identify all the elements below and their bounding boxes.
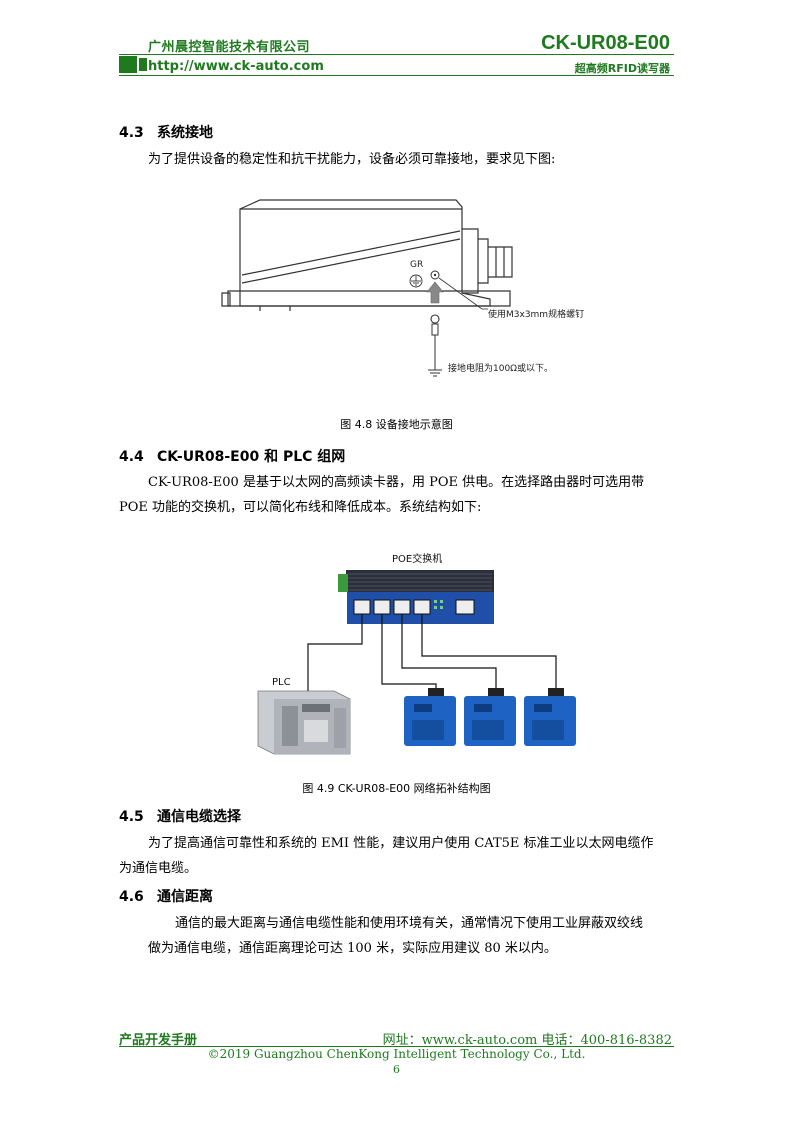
ring-terminal-icon: [430, 314, 440, 324]
section-paragraph: CK-UR08-E00 是基于以太网的高频读卡器，用 POE 供电。在选择路由器…: [148, 475, 645, 490]
screw-icon: [430, 270, 440, 280]
footer-manual-title: 产品开发手册: [119, 1033, 198, 1048]
section-paragraph-cont: POE 功能的交换机，可以简化布线和降低成本。系统结构如下:: [119, 500, 482, 515]
section-paragraph: 为了提高通信可靠性和系统的 EMI 性能，建议用户使用 CAT5E 标准工业以太…: [148, 836, 654, 851]
switch-label: POE交换机: [392, 552, 442, 565]
plc-label: PLC: [272, 677, 291, 688]
rfid-reader-3: [524, 688, 576, 746]
section-title: 系统接地: [157, 125, 213, 141]
header-subtitle: 超高频RFID读写器: [574, 62, 670, 75]
section-heading-4-6: 4.6 通信距离: [119, 886, 213, 906]
plc-device: [257, 690, 351, 755]
section-number: 4.4: [119, 449, 144, 465]
cable-reader-3: [421, 614, 557, 696]
gr-label: GR: [410, 260, 423, 270]
header-model: CK-UR08-E00: [541, 32, 670, 54]
section-heading-4-5: 4.5 通信电缆选择: [119, 806, 241, 826]
footer-contact: 网址：www.ck-auto.com 电话：400-816-8382: [382, 1033, 672, 1048]
figure-caption-4-9: 图 4.9 CK-UR08-E00 网络拓补结构图: [302, 782, 491, 795]
header-divider-bottom: [119, 75, 674, 76]
section-paragraph: 为了提供设备的稳定性和抗干扰能力，设备必须可靠接地，要求见下图:: [148, 152, 556, 167]
ground-symbol-icon: [409, 274, 423, 288]
cable-reader-1: [381, 614, 437, 696]
footer-divider: [119, 1046, 674, 1047]
poe-switch: [338, 570, 494, 624]
rfid-reader-2: [464, 688, 516, 746]
section-number: 4.3: [119, 125, 144, 141]
figure-caption-4-8: 图 4.8 设备接地示意图: [340, 418, 453, 431]
header-company-name: 广州晨控智能技术有限公司: [148, 40, 311, 55]
arrow-up-icon: [426, 281, 444, 304]
page-number: 6: [393, 1063, 400, 1076]
section-heading-4-3: 4.3 系统接地: [119, 122, 213, 142]
section-title: 通信距离: [157, 889, 213, 905]
header-decor-block: [119, 56, 137, 73]
footer-copyright: ©2019 Guangzhou ChenKong Intelligent Tec…: [207, 1047, 586, 1061]
cable-plc: [307, 614, 363, 700]
section-paragraph-cont: 为通信电缆。: [119, 861, 198, 876]
screw-label: 使用M3x3mm规格螺钉: [488, 308, 584, 320]
section-heading-4-4: 4.4 CK-UR08-E00 和 PLC 组网: [119, 446, 345, 466]
section-paragraph: 通信的最大距离与通信电缆性能和使用环境有关，通常情况下使用工业屏蔽双绞线: [175, 916, 644, 931]
resistance-label: 接地电阻为100Ω或以下。: [448, 362, 553, 374]
rfid-reader-1: [404, 688, 456, 746]
header-url: http://www.ck-auto.com: [148, 59, 324, 74]
device-body-outline: [239, 199, 491, 307]
section-number: 4.6: [119, 889, 144, 905]
section-paragraph-cont: 做为通信电缆，通信距离理论可达 100 米，实际应用建议 80 米以内。: [148, 941, 557, 956]
grounding-diagram: GR 使用M3x3mm规格螺钉 接地电阻为100Ω或以下。: [221, 199, 584, 377]
header-divider: [119, 54, 674, 55]
network-topology-diagram: POE交换机 PLC: [257, 552, 576, 755]
section-title: 通信电缆选择: [157, 809, 241, 825]
header-decor-block-small: [139, 58, 147, 71]
section-title: CK-UR08-E00 和 PLC 组网: [157, 449, 346, 465]
cable-reader-2: [401, 614, 497, 696]
section-number: 4.5: [119, 809, 144, 825]
device-base: [227, 290, 511, 307]
